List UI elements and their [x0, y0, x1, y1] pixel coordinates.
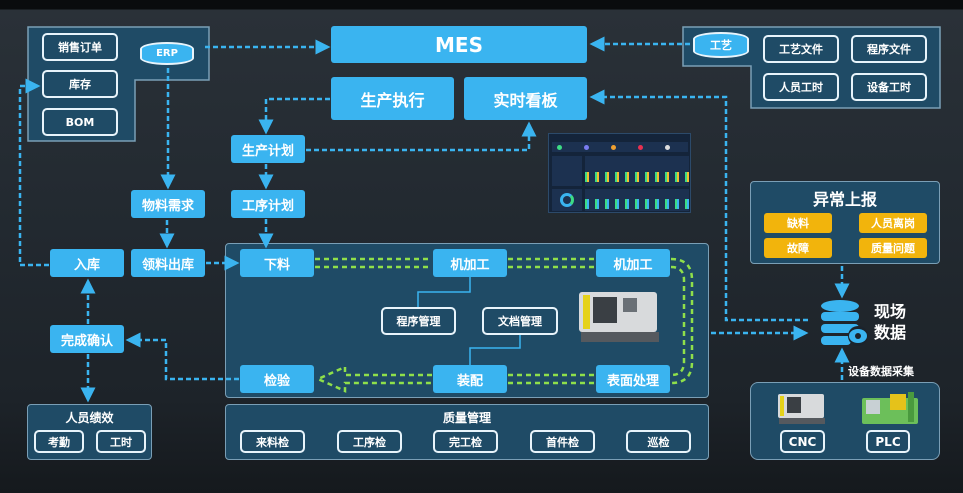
process-plan-button[interactable]: 工序计划 — [231, 190, 305, 218]
cnc-image — [778, 394, 825, 426]
final-inspection-button[interactable]: 完工检 — [433, 430, 498, 453]
machining-step-2[interactable]: 机加工 — [596, 249, 670, 277]
quality-title: 质量管理 — [442, 411, 491, 425]
erp-database-icon: ERP — [140, 42, 194, 65]
program-file-button[interactable]: 程序文件 — [851, 35, 927, 63]
in-to-inventory — [18, 78, 49, 267]
program-management-button[interactable]: 程序管理 — [381, 307, 456, 335]
surface-treatment-step[interactable]: 表面处理 — [596, 365, 670, 393]
field-to-dashboard — [589, 89, 808, 322]
process-inspection-button[interactable]: 工序检 — [337, 430, 402, 453]
production-plan-button[interactable]: 生产计划 — [231, 135, 305, 163]
realtime-dashboard-button[interactable]: 实时看板 — [464, 77, 587, 120]
machining-step-1[interactable]: 机加工 — [433, 249, 507, 277]
cnc-machine-image — [579, 292, 659, 344]
craft-file-button[interactable]: 工艺文件 — [763, 35, 839, 63]
patrol-inspection-button[interactable]: 巡检 — [626, 430, 691, 453]
work-hours-button[interactable]: 工时 — [96, 430, 146, 453]
mes-title[interactable]: MES — [331, 26, 587, 63]
field-data-line2: 数据 — [874, 323, 907, 342]
database-eye-icon — [821, 300, 868, 346]
inventory-button[interactable]: 库存 — [42, 70, 118, 98]
warehouse-in-button[interactable]: 入库 — [50, 249, 124, 277]
first-article-button[interactable]: 首件检 — [530, 430, 595, 453]
field-data-line1: 现场 — [874, 302, 907, 321]
inspection-step[interactable]: 检验 — [240, 365, 314, 393]
assembly-step[interactable]: 装配 — [433, 365, 507, 393]
inspect-to-confirm — [125, 332, 239, 381]
document-management-button[interactable]: 文档管理 — [482, 307, 558, 335]
plan-to-dashboard — [306, 121, 537, 152]
equipment-data-collection-label: 设备数据采集 — [848, 365, 914, 378]
dashboard-thumbnail — [548, 133, 691, 213]
field-data-label: 现场 数据 — [874, 301, 906, 343]
completion-confirm-button[interactable]: 完成确认 — [50, 325, 124, 353]
exec-to-plan — [258, 97, 330, 135]
flow-loop — [670, 257, 694, 385]
flow-machining-machining — [508, 257, 595, 269]
sales-order-button[interactable]: 销售订单 — [42, 33, 118, 61]
exception-absence[interactable]: 人员离岗 — [859, 213, 927, 233]
incoming-inspection-button[interactable]: 来料检 — [240, 430, 305, 453]
material-demand-button[interactable]: 物料需求 — [131, 190, 205, 218]
bom-button[interactable]: BOM — [42, 108, 118, 136]
plc-button[interactable]: PLC — [866, 430, 910, 453]
blanking-step[interactable]: 下料 — [240, 249, 314, 277]
production-execution-button[interactable]: 生产执行 — [331, 77, 454, 120]
material-issue-button[interactable]: 领料出库 — [131, 249, 205, 277]
machining-program-link — [417, 277, 471, 307]
staff-hours-button[interactable]: 人员工时 — [763, 73, 839, 101]
equipment-hours-button[interactable]: 设备工时 — [851, 73, 927, 101]
doc-assembly-link — [469, 335, 521, 365]
exception-shortage[interactable]: 缺料 — [764, 213, 832, 233]
exception-fault[interactable]: 故障 — [764, 238, 832, 258]
craft-database-icon: 工艺 — [693, 32, 749, 58]
flow-blanking-machining — [315, 257, 432, 269]
exception-title: 异常上报 — [812, 190, 877, 209]
exception-quality[interactable]: 质量问题 — [859, 238, 927, 258]
flow-surface-assembly — [508, 373, 595, 385]
plc-image — [862, 392, 918, 426]
flow-assembly-inspection — [314, 365, 432, 393]
attendance-button[interactable]: 考勤 — [34, 430, 84, 453]
cnc-button[interactable]: CNC — [780, 430, 825, 453]
performance-title: 人员绩效 — [65, 411, 114, 425]
